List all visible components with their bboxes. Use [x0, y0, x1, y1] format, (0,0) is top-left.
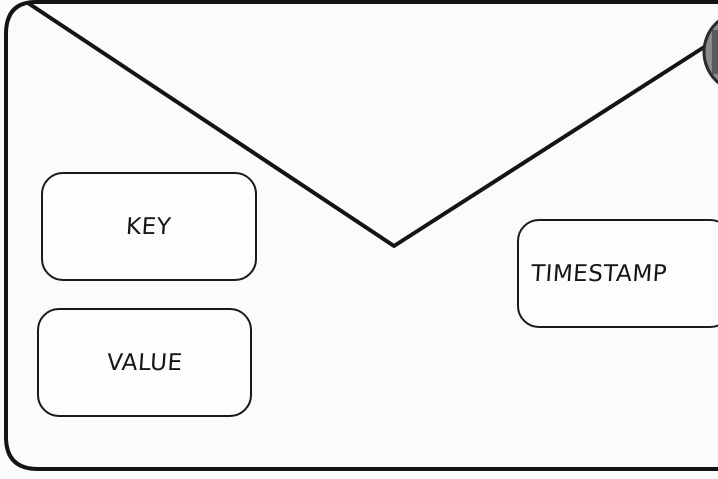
key-label: KEY	[125, 213, 173, 240]
envelope-flap	[26, 1, 714, 248]
seal-image	[702, 19, 718, 85]
value-box: VALUE	[37, 308, 252, 417]
envelope-body	[4, 0, 718, 471]
timestamp-label: TIMESTAMP	[530, 260, 668, 287]
key-box: KEY	[41, 172, 257, 281]
value-label: VALUE	[105, 349, 184, 376]
timestamp-box: TIMESTAMP	[517, 219, 718, 328]
